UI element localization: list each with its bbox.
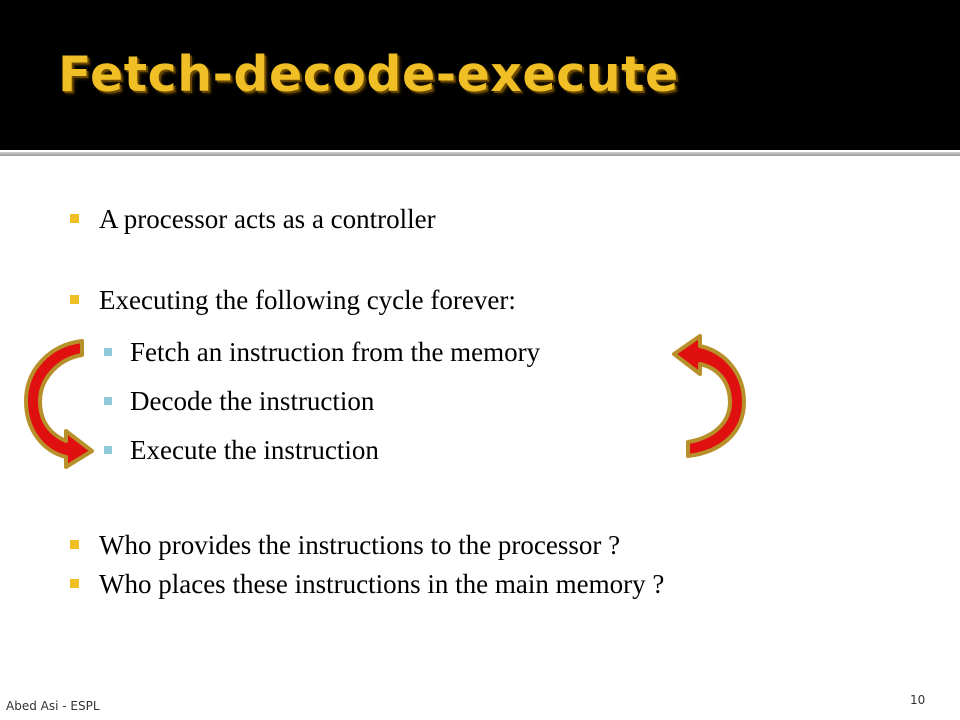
bullet-item: Who provides the instructions to the pro… [70, 530, 620, 561]
page-number: 10 [910, 693, 926, 707]
square-bullet-icon [70, 540, 79, 550]
sub-bullet-item: Fetch an instruction from the memory [104, 337, 540, 368]
bullet-item: Executing the following cycle forever: [70, 285, 516, 316]
sub-bullet-item: Execute the instruction [104, 435, 379, 466]
square-bullet-icon [70, 214, 79, 224]
title-bar [0, 0, 960, 150]
curved-arrow-left-icon [24, 339, 94, 469]
header-divider [0, 152, 960, 156]
bullet-item: Who places these instructions in the mai… [70, 569, 664, 600]
footer-author: Abed Asi - ESPL [6, 699, 100, 713]
sub-bullet-item: Decode the instruction [104, 386, 374, 417]
square-bullet-icon [104, 445, 112, 454]
slide-title: Fetch-decode-execute [58, 46, 679, 103]
square-bullet-icon [104, 347, 112, 356]
square-bullet-icon [70, 295, 79, 305]
square-bullet-icon [70, 579, 79, 589]
curved-arrow-right-icon [672, 334, 746, 458]
square-bullet-icon [104, 396, 112, 405]
bullet-item: A processor acts as a controller [70, 204, 436, 235]
